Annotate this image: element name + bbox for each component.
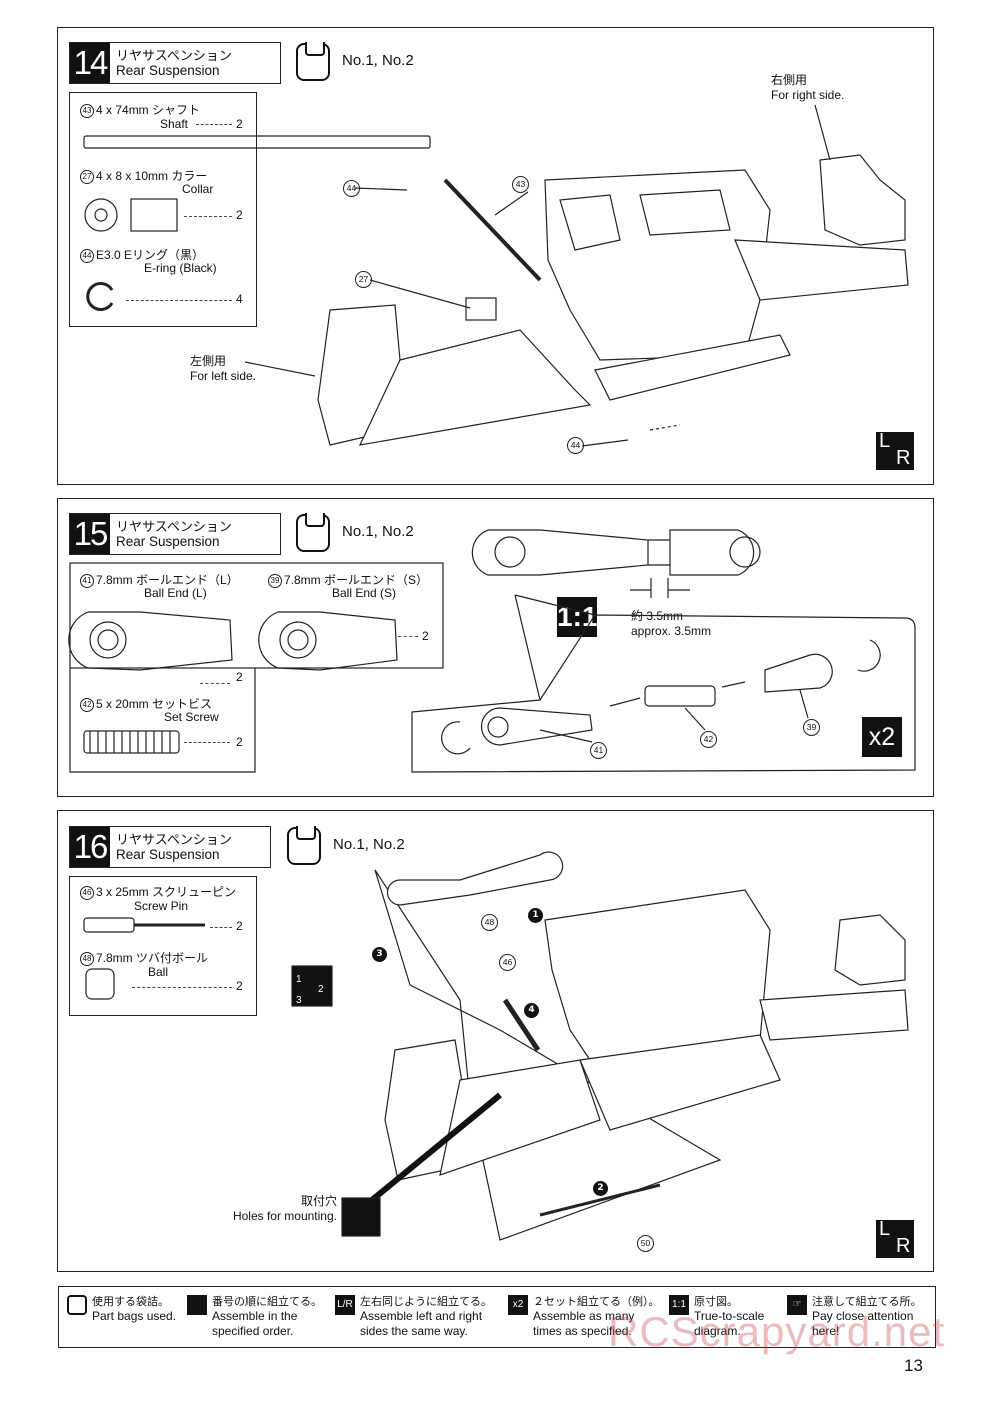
part-27-name-en: Collar <box>182 182 214 196</box>
part-42-name-en: Set Screw <box>164 710 219 724</box>
order-icon <box>291 965 333 1007</box>
left-right-icon: L/R <box>335 1295 355 1315</box>
step-title-jp: リヤサスペンション <box>116 520 232 535</box>
step-title-jp: リヤサスペンション <box>116 49 232 64</box>
order-step-2: 2 <box>593 1181 608 1196</box>
callout-50: 50 <box>637 1235 654 1252</box>
callout-46: 46 <box>499 954 516 971</box>
bag-label: No.1, No.2 <box>342 523 414 540</box>
legend-bar: 使用する袋詰。 Part bags used. 番号の順に組立てる。 Assem… <box>58 1286 936 1348</box>
callout-41: 41 <box>590 742 607 759</box>
bag-icon <box>296 42 330 81</box>
svg-text:3: 3 <box>296 995 302 1006</box>
times-two-icon: x2 <box>862 717 902 757</box>
step-15-header: 15 リヤサスペンション Rear Suspension <box>69 513 281 555</box>
order-step-1: 1 <box>528 908 543 923</box>
watermark: RCScrapyard.net <box>608 1308 946 1355</box>
order-step-4: 4 <box>524 1003 539 1018</box>
step-number: 16 <box>70 827 110 867</box>
callout-48: 48 <box>481 914 498 931</box>
part-27-qty: 2 <box>236 208 243 222</box>
part-43-name-en: Shaft <box>160 117 189 131</box>
bag-label: No.1, No.2 <box>333 836 405 853</box>
part-41-name-en: Ball End (L) <box>144 586 207 600</box>
part-number: 43 <box>80 104 94 118</box>
e-ring-icon <box>86 282 114 311</box>
shaft-icon <box>83 135 431 149</box>
ball-icon <box>85 968 115 1000</box>
part-46-name-en: Screw Pin <box>134 899 189 913</box>
step-14-header: 14 リヤサスペンション Rear Suspension <box>69 42 281 84</box>
screw-pin-icon <box>83 917 135 933</box>
bag-icon <box>67 1295 87 1315</box>
svg-text:2: 2 <box>318 984 324 995</box>
part-43-qty: 2 <box>236 117 243 131</box>
hand-pointer-icon <box>341 1197 381 1237</box>
callout-39: 39 <box>803 719 820 736</box>
part-46-qty: 2 <box>236 919 243 933</box>
true-scale-icon: 1:1 <box>669 1295 689 1315</box>
right-hub-icon <box>819 154 906 246</box>
part-48-qty: 2 <box>236 979 243 993</box>
collar-icon <box>84 198 118 232</box>
step-title-jp: リヤサスペンション <box>116 833 232 848</box>
part-39-qty: 2 <box>422 629 429 643</box>
part-44-qty: 4 <box>236 292 243 306</box>
step-number: 15 <box>70 514 110 554</box>
ball-end-l-icon <box>68 611 233 671</box>
svg-text:1: 1 <box>296 974 302 985</box>
part-39-name-en: Ball End (S) <box>332 586 397 600</box>
step-title-en: Rear Suspension <box>116 534 220 549</box>
assembled-rod-icon <box>471 529 649 576</box>
step-title-en: Rear Suspension <box>116 847 220 862</box>
callout-42: 42 <box>700 731 717 748</box>
part-41-qty: 2 <box>236 670 243 684</box>
part-48-name-en: Ball <box>148 965 169 979</box>
callout-27: 27 <box>355 271 372 288</box>
order-icon <box>187 1295 207 1315</box>
true-scale-icon: 1:1 <box>557 597 597 637</box>
order-step-3: 3 <box>372 947 387 962</box>
page-number: 13 <box>904 1356 923 1375</box>
part-42-qty: 2 <box>236 735 243 749</box>
bag-icon <box>287 826 321 865</box>
hand-pointer-icon: ☞ <box>787 1295 807 1315</box>
step-number: 14 <box>70 43 110 83</box>
callout-43: 43 <box>512 176 529 193</box>
times-two-icon: x2 <box>508 1295 528 1315</box>
bag-icon <box>296 513 330 552</box>
part-44-name-en: E-ring (Black) <box>144 261 217 275</box>
step-16-header: 16 リヤサスペンション Rear Suspension <box>69 826 271 868</box>
step-title-en: Rear Suspension <box>116 63 220 78</box>
bag-label: No.1, No.2 <box>342 52 414 69</box>
set-screw-icon <box>83 730 180 754</box>
